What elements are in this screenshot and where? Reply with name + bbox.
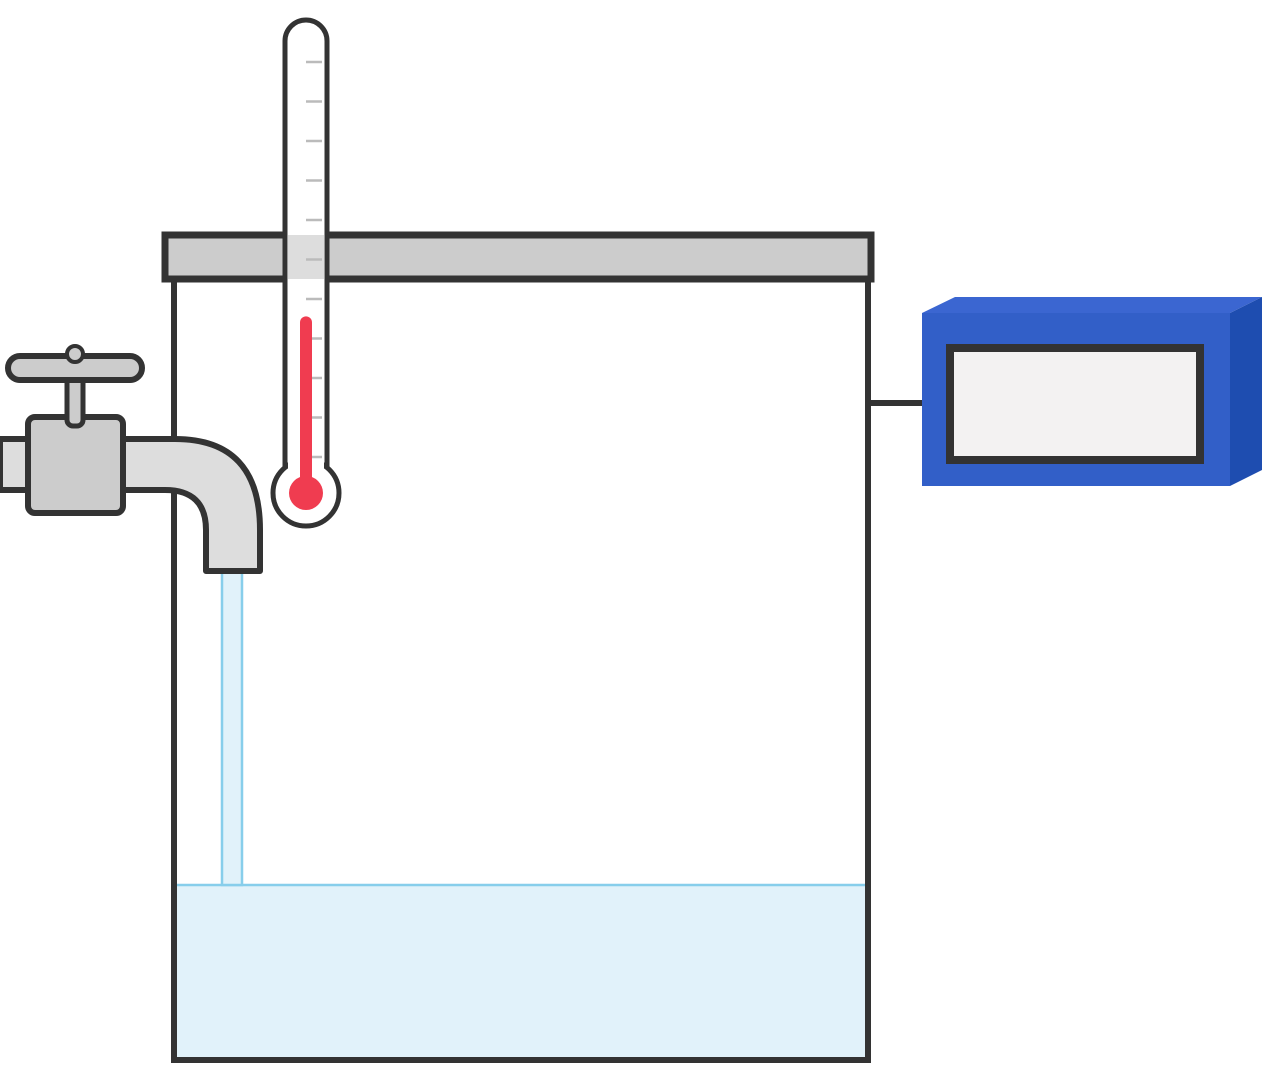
faucet[interactable] bbox=[0, 344, 263, 574]
lid bbox=[161, 231, 875, 283]
faucet-handle-knob bbox=[65, 344, 85, 364]
thermometer-fluid bbox=[300, 316, 312, 493]
display-screen bbox=[946, 344, 1204, 464]
thermometer bbox=[270, 17, 342, 529]
display-box-top bbox=[922, 297, 1262, 313]
tank bbox=[171, 275, 871, 1063]
thermometer-bulb bbox=[289, 476, 323, 510]
faucet-body bbox=[25, 414, 126, 516]
thermometer-lid-pass bbox=[288, 235, 324, 279]
lid-icon bbox=[161, 231, 875, 283]
display-box-side bbox=[1230, 297, 1262, 486]
display-box bbox=[922, 297, 1262, 486]
water-stream-icon bbox=[220, 568, 244, 887]
water-body bbox=[177, 885, 865, 1057]
water-stream bbox=[220, 568, 244, 887]
